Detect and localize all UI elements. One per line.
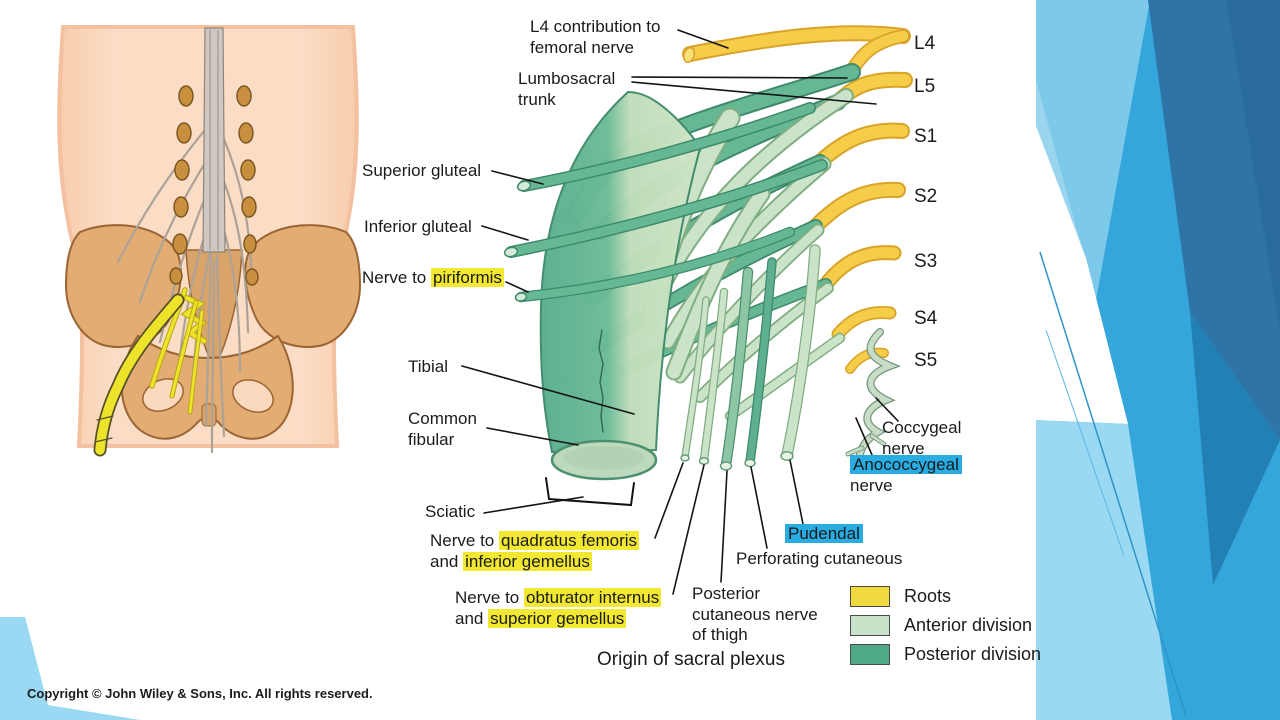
root-label-l5: L5 <box>914 76 936 97</box>
label-anococcygeal: Anococcygeal nerve <box>850 455 962 496</box>
legend-swatch-posterior-division <box>850 644 890 665</box>
root-label-s2: S2 <box>914 186 938 207</box>
legend: Roots Anterior division Posterior divisi… <box>850 586 1041 673</box>
legend-swatch-roots <box>850 586 890 607</box>
label-posterior-cutaneous: Posterior cutaneous nerve of thigh <box>692 584 818 645</box>
label-perforating-cutaneous: Perforating cutaneous <box>736 549 903 568</box>
legend-swatch-anterior-division <box>850 615 890 636</box>
root-label-l4: L4 <box>914 33 936 54</box>
legend-row-posterior-division: Posterior division <box>850 644 1041 665</box>
label-l4-contribution: L4 contribution to femoral nerve <box>530 17 661 57</box>
theme-background <box>1036 0 1280 720</box>
label-pudendal: Pudendal <box>785 524 863 545</box>
corner-accent <box>0 617 140 720</box>
legend-row-roots: Roots <box>850 586 1041 607</box>
obturator-internus-highlight: obturator internus <box>523 588 662 607</box>
label-nerve-to-piriformis: Nerve to piriformis <box>362 268 504 287</box>
ganglia <box>169 85 259 286</box>
copyright-notice: Copyright © John Wiley & Sons, Inc. All … <box>27 686 373 701</box>
quadratus-femoris-highlight: quadratus femoris <box>498 531 640 550</box>
piriformis-highlight: piriformis <box>430 268 504 287</box>
inferior-gemellus-highlight: inferior gemellus <box>463 551 592 571</box>
label-nerve-obturator-internus: Nerve to obturator internus and superior… <box>455 588 662 628</box>
sacral-plexus-art <box>461 25 913 595</box>
label-tibial: Tibial <box>408 357 448 376</box>
root-label-s3: S3 <box>914 251 938 272</box>
superior-gemellus-highlight: superior gemellus <box>488 608 627 628</box>
pelvis-illustration <box>57 25 362 457</box>
label-common-fibular: Common fibular <box>408 409 477 449</box>
root-label-s1: S1 <box>914 126 938 147</box>
leader-lines <box>461 29 899 595</box>
label-nerve-quadratus-femoris: Nerve to quadratus femoris and inferior … <box>430 531 640 571</box>
legend-row-anterior-division: Anterior division <box>850 615 1041 636</box>
label-coccygeal: Coccygeal nerve <box>882 418 962 458</box>
label-superior-gluteal: Superior gluteal <box>362 161 482 180</box>
label-inferior-gluteal: Inferior gluteal <box>364 217 472 236</box>
label-lumbosacral-trunk: Lumbosacral trunk <box>518 69 616 109</box>
label-sciatic: Sciatic <box>425 502 476 521</box>
caption-origin-of-sacral-plexus: Origin of sacral plexus <box>597 649 785 670</box>
pudendal-highlight: Pudendal <box>785 524 863 543</box>
root-label-s4: S4 <box>914 308 938 329</box>
anococcygeal-highlight: Anococcygeal <box>850 455 962 474</box>
root-label-s5: S5 <box>914 350 938 371</box>
